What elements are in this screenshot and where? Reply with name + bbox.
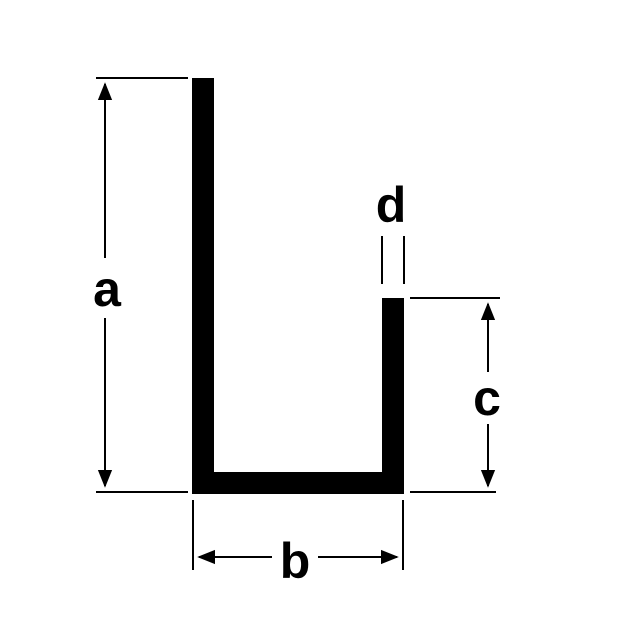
dim-b-label: b (280, 533, 311, 589)
dim-a-label: a (93, 261, 122, 317)
dim-c-label: c (473, 370, 501, 426)
channel-profile (192, 78, 404, 494)
dim-d-label: d (376, 177, 407, 233)
